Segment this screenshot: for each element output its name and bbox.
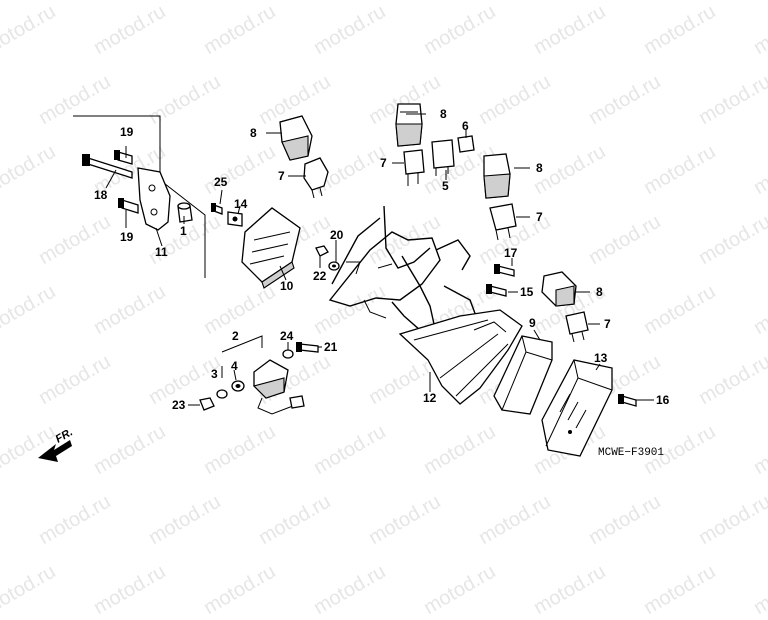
leader-lines	[105, 113, 654, 406]
callout-16: 16	[656, 393, 670, 407]
front-direction-arrow	[38, 440, 72, 462]
callout-18: 18	[94, 188, 108, 202]
callout-17: 17	[504, 246, 518, 260]
nut-22	[315, 245, 329, 257]
relay-7-right-upper	[489, 203, 517, 241]
bolt-17	[494, 264, 515, 277]
callout-8: 8	[536, 161, 543, 175]
callout-7: 7	[536, 210, 543, 224]
control-module-10	[241, 207, 301, 289]
callout-20: 20	[330, 228, 344, 242]
callout-19: 19	[120, 230, 134, 244]
callout-2: 2	[232, 329, 239, 343]
callout-14: 14	[234, 197, 248, 211]
wire-harness	[328, 205, 477, 331]
callout-15: 15	[520, 285, 534, 299]
callout-8: 8	[596, 285, 603, 299]
callout-19: 19	[120, 125, 134, 139]
box-9	[493, 335, 553, 415]
bolt-15	[486, 284, 507, 297]
callout-5: 5	[442, 179, 449, 193]
relay-5	[431, 139, 455, 176]
relay-assembly-2	[199, 335, 305, 415]
front-direction-label: FR.	[54, 426, 75, 445]
relay-8-right-upper	[483, 153, 511, 199]
relay-7-left	[303, 157, 329, 199]
bracket-assembly-11	[73, 115, 206, 278]
callout-12: 12	[423, 391, 437, 405]
callout-10: 10	[280, 279, 294, 293]
relay-7-top	[403, 149, 425, 186]
callout-7: 7	[604, 317, 611, 331]
callout-21: 21	[324, 340, 338, 354]
callout-8: 8	[250, 126, 257, 140]
diagram-code: MCWE−F3901	[598, 447, 664, 459]
box-13	[541, 359, 613, 457]
callout-24: 24	[280, 329, 294, 343]
callout-13: 13	[594, 351, 608, 365]
relay-8-top	[395, 103, 423, 147]
callout-1: 1	[180, 224, 187, 238]
callout-9: 9	[529, 316, 536, 330]
clip-14	[211, 203, 243, 227]
relay-7-right-lower	[565, 311, 589, 343]
frame-12	[398, 309, 523, 405]
callout-7: 7	[380, 156, 387, 170]
washer-20	[328, 261, 340, 271]
callout-6: 6	[462, 119, 469, 133]
callout-7: 7	[278, 169, 285, 183]
bolt-16	[618, 394, 637, 407]
callout-8: 8	[440, 107, 447, 121]
washer-24	[282, 349, 294, 359]
callout-11: 11	[155, 245, 168, 259]
relay-8-right-lower	[541, 271, 577, 307]
callout-22: 22	[313, 269, 327, 283]
callout-25: 25	[214, 175, 228, 189]
callout-23: 23	[172, 398, 186, 412]
callout-labels: 1 2 3 4 5 6 7 7 7 7 8 8 8 8 9 10 11 12 1…	[94, 107, 670, 412]
exploded-parts-diagram: 1 2 3 4 5 6 7 7 7 7 8 8 8 8 9 10 11 12 1…	[38, 103, 670, 462]
callout-4: 4	[231, 359, 238, 373]
relay-6	[457, 135, 475, 153]
relay-8-left	[279, 115, 313, 161]
callout-3: 3	[211, 367, 218, 381]
bolt-21	[296, 342, 319, 353]
